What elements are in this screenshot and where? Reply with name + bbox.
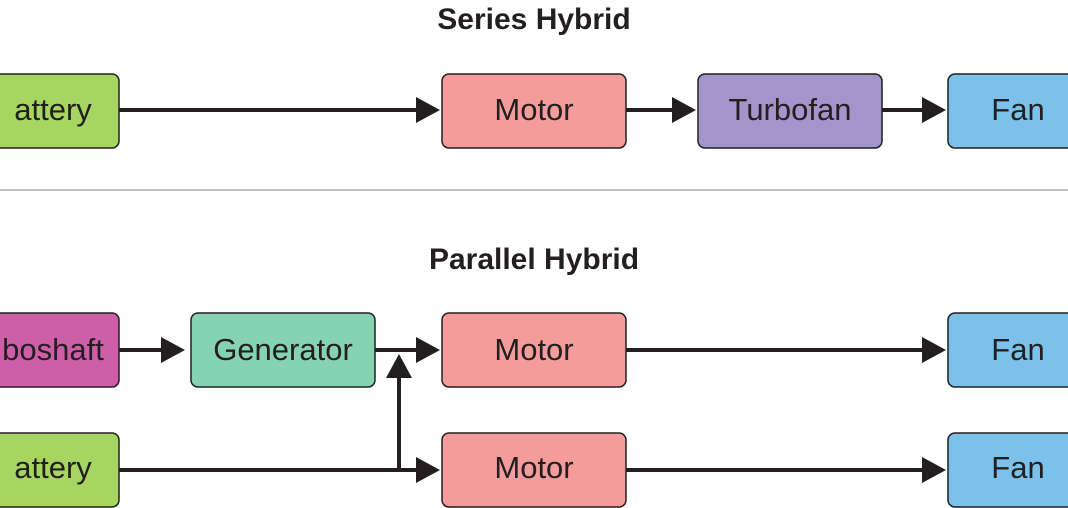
series-fan-box [947,73,1068,149]
series-battery-label: attery [14,92,92,127]
parallel-motor-bottom-node: Motor [441,432,627,508]
parallel-generator-to-motor-arrowhead [416,337,440,363]
parallel-fan-bottom-label: Fan [991,450,1044,485]
parallel-turboshaft-to-generator-arrowhead [161,337,185,363]
series-motor-node: Motor [441,73,627,149]
parallel-fan-bottom-box [947,432,1068,508]
parallel-fan-top-box [947,312,1068,388]
series-turbofan-label: Turbofan [729,92,852,127]
parallel-hybrid-title: Parallel Hybrid [429,243,639,276]
series-motor-to-turbofan-arrowhead [672,97,696,123]
series-turbofan-to-fan-arrowhead [922,97,946,123]
parallel-battery-branch-arrowhead [386,354,412,378]
parallel-generator-node: Generator [190,312,376,388]
series-fan-node: Fan [947,73,1068,149]
parallel-battery-label: attery [14,450,92,485]
parallel-motor-top-node: Motor [441,312,627,388]
parallel-fan-top-node: Fan [947,312,1068,388]
series-battery-node: attery [0,73,120,149]
parallel-fan-bottom-node: Fan [947,432,1068,508]
parallel-turboshaft-label: boshaft [2,332,104,367]
series-hybrid-title: Series Hybrid [437,3,630,36]
parallel-motor-top-label: Motor [494,332,573,367]
parallel-generator-label: Generator [213,332,353,367]
parallel-turboshaft-node: boshaft [0,312,120,388]
series-motor-label: Motor [494,92,573,127]
parallel-motor-bottom-to-fan-arrowhead [922,457,946,483]
series-battery-to-motor-arrowhead [416,97,440,123]
parallel-battery-node: attery [0,432,120,508]
series-fan-label: Fan [991,92,1044,127]
parallel-fan-top-label: Fan [991,332,1044,367]
parallel-battery-to-motor-arrowhead [416,457,440,483]
parallel-motor-top-to-fan-arrowhead [922,337,946,363]
parallel-motor-bottom-label: Motor [494,450,573,485]
series-turbofan-node: Turbofan [697,73,883,149]
